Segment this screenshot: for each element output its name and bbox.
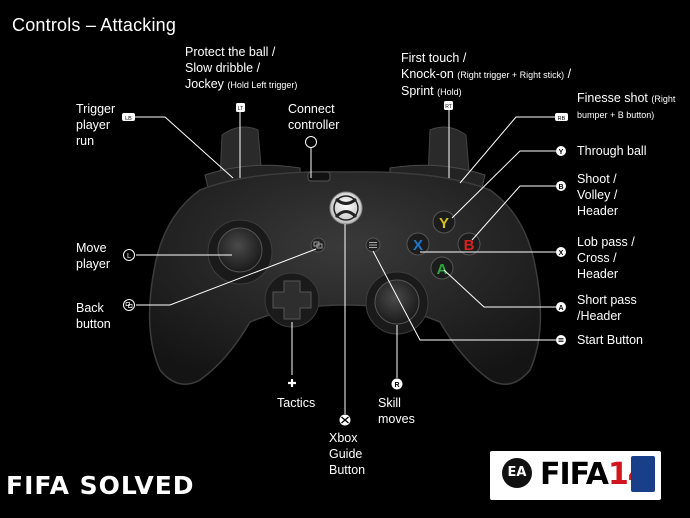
label-through-ball: Through ball bbox=[577, 144, 647, 158]
left-stick bbox=[207, 219, 273, 285]
badge-lb: LB bbox=[122, 113, 135, 122]
svg-text:L: L bbox=[127, 253, 131, 260]
label-protect-ball: Protect the ball / Slow dribble / Jockey… bbox=[185, 45, 298, 91]
svg-text:X: X bbox=[559, 250, 564, 257]
badge-start-menu-icon bbox=[556, 335, 566, 345]
ea-sports-logo-icon: EA bbox=[502, 458, 532, 488]
badge-x: X bbox=[556, 247, 566, 257]
connect-button bbox=[307, 171, 331, 182]
right-stick bbox=[365, 271, 429, 335]
badge-b: B bbox=[556, 181, 566, 191]
svg-text:A: A bbox=[558, 305, 563, 312]
svg-text:RT: RT bbox=[445, 104, 452, 110]
svg-text:Y: Y bbox=[559, 149, 564, 156]
svg-text:Y: Y bbox=[439, 215, 449, 232]
badge-rt: RT bbox=[444, 101, 453, 110]
svg-text:LB: LB bbox=[125, 116, 132, 122]
label-lob-pass: Lob pass / Cross / Header bbox=[577, 235, 635, 281]
svg-text:LT: LT bbox=[238, 106, 243, 112]
svg-text:RB: RB bbox=[558, 116, 566, 122]
leader-lines bbox=[135, 110, 556, 414]
svg-text:R: R bbox=[394, 382, 399, 389]
label-xbox-guide: Xbox Guide Button bbox=[329, 431, 366, 477]
label-skill-moves: Skill moves bbox=[378, 396, 415, 426]
fifa14-logo: EA FIFA14 bbox=[490, 451, 661, 500]
svg-text:X: X bbox=[413, 237, 423, 254]
face-button-y: Y bbox=[432, 210, 456, 234]
badge-r: R bbox=[391, 378, 403, 390]
xbox-logo-icon bbox=[329, 191, 363, 225]
label-tactics: Tactics bbox=[277, 396, 316, 410]
svg-text:B: B bbox=[464, 237, 475, 254]
face-button-b: B bbox=[457, 232, 481, 256]
svg-text:A: A bbox=[437, 261, 448, 278]
dpad-icon bbox=[264, 272, 320, 328]
face-button-x: X bbox=[406, 232, 430, 256]
badge-rb: RB bbox=[555, 113, 568, 122]
watermark-fifa-solved: FIFA SOLVED bbox=[6, 471, 195, 500]
label-first-touch: First touch / Knock-on (Right trigger + … bbox=[401, 51, 572, 98]
page-title: Controls – Attacking bbox=[12, 15, 177, 35]
badge-back-view-icon bbox=[123, 299, 135, 311]
fifa-official-badge-icon bbox=[631, 456, 655, 492]
badge-lt: LT bbox=[236, 103, 245, 112]
label-back-button: Back button bbox=[76, 301, 111, 331]
label-finesse-shot: Finesse shot (Right bumper + B button) bbox=[577, 91, 676, 120]
plus-icon bbox=[288, 379, 296, 387]
badge-y: Y bbox=[556, 146, 566, 156]
label-shoot: Shoot / Volley / Header bbox=[577, 172, 618, 218]
label-trigger-run: Trigger player run bbox=[76, 102, 116, 148]
view-icon bbox=[310, 237, 326, 253]
connect-icon bbox=[305, 136, 317, 148]
svg-text:B: B bbox=[558, 184, 563, 191]
label-move-player: Move player bbox=[76, 241, 111, 271]
label-start-button: Start Button bbox=[577, 333, 644, 347]
badge-l: L bbox=[123, 249, 135, 261]
menu-icon bbox=[365, 237, 381, 253]
label-short-pass: Short pass /Header bbox=[577, 293, 637, 323]
xbox-badge-icon bbox=[339, 414, 351, 426]
label-connect-controller: Connect controller bbox=[288, 102, 340, 132]
badge-a: A bbox=[556, 302, 566, 312]
